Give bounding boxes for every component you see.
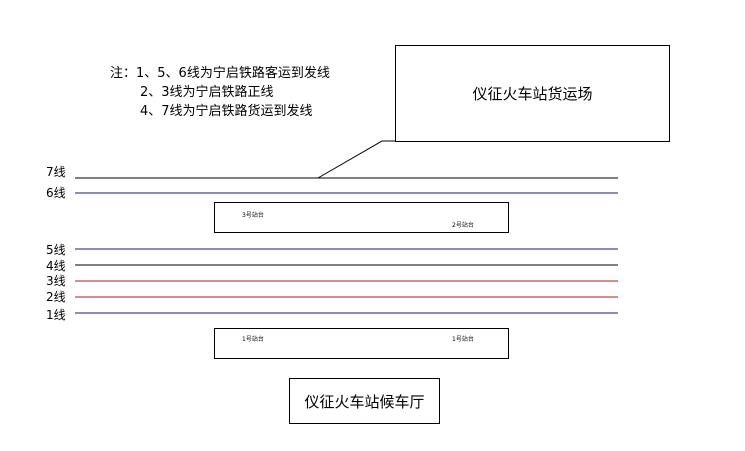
cargo-yard-connector [317,140,396,179]
track-1-label: 1线 [46,308,66,322]
waiting-hall-label: 仪征火车站候车厅 [304,392,425,411]
platform-lower [214,328,509,359]
platform-2-label: 2号站台 [452,222,474,229]
track-5-label: 5线 [46,243,66,257]
track-3-label: 3线 [46,274,66,288]
track-6-label: 6线 [46,186,66,200]
note-line-3: 4、7线为宁启铁路货运到发线 [140,104,313,119]
track-4-label: 4线 [46,259,66,273]
platform-1-label-right: 1号站台 [452,336,474,343]
cargo-yard-label: 仪征火车站货运场 [472,85,593,103]
platform-1-label-left: 1号站台 [242,336,264,343]
waiting-hall-box: 仪征火车站候车厅 [289,378,440,424]
track-7-label: 7线 [46,165,66,179]
note-line-1: 注：1、5、6线为宁启铁路客运到发线 [110,66,330,81]
cargo-yard-box: 仪征火车站货运场 [395,45,670,142]
platform-upper [214,202,509,233]
platform-3-label: 3号站台 [242,212,264,219]
track-2-label: 2线 [46,290,66,304]
note-line-2: 2、3线为宁启铁路正线 [140,85,274,100]
legend-note: 注：1、5、6线为宁启铁路客运到发线 2、3线为宁启铁路正线 4、7线为宁启铁路… [110,64,330,121]
